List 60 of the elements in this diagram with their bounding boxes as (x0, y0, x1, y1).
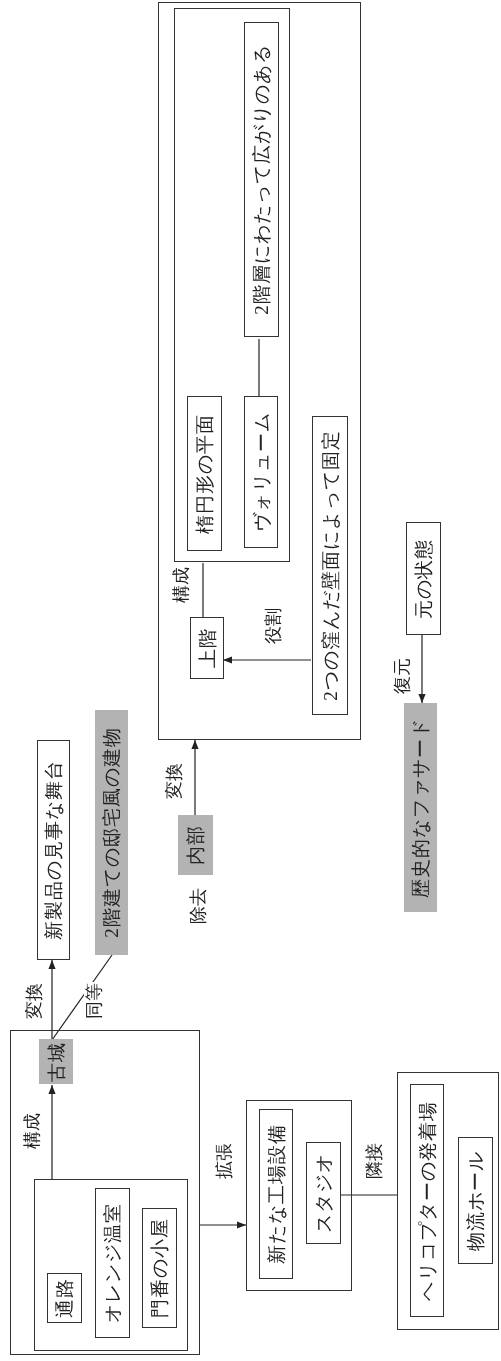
node-label: ヴォリューム (251, 412, 271, 532)
term-box (142, 1208, 177, 1328)
term-box (259, 1109, 293, 1279)
node-label: スタジオ (314, 1153, 333, 1233)
node-label: 歴史的なファサード (411, 717, 430, 898)
highlighted-box (95, 710, 128, 955)
term-box (244, 396, 278, 548)
edge-label: 構成 (171, 566, 191, 604)
term-box (458, 1137, 493, 1264)
term-box (306, 1142, 341, 1244)
node-label: 通路 (55, 1278, 74, 1318)
highlighted-box (178, 815, 213, 875)
edge-label: 拡張 (214, 1142, 234, 1180)
edge-label: 変換 (164, 762, 184, 800)
term-box (244, 22, 279, 337)
edge-label: 変換 (24, 982, 44, 1020)
edge-label: 隣接 (364, 1142, 384, 1180)
node-label: 門番の小屋 (150, 1218, 169, 1318)
term-box (47, 1273, 82, 1323)
node-label: 元の状態 (414, 538, 433, 619)
group-box (158, 2, 361, 740)
group-box (10, 1030, 200, 1355)
edge-label: 同等 (84, 982, 104, 1020)
node-label: 2つの窪んだ壁面によって固定 (320, 430, 340, 701)
node-label: 物流ホール (466, 1150, 485, 1251)
node-label: ヘリコプターの発着場 (417, 1100, 437, 1301)
arrow (199, 1221, 247, 1229)
group-box (34, 1179, 188, 1351)
node-label: 2階層にわたって広がりのある (252, 44, 271, 315)
arrow (222, 656, 312, 664)
node-label: オレンジ温室 (103, 1203, 122, 1323)
edge-label: 役割 (263, 607, 283, 645)
arrow (191, 739, 199, 816)
term-box (406, 522, 441, 635)
term-box (95, 1188, 130, 1338)
node-label: 新製品の見事な舞台 (44, 760, 63, 940)
edge-label: 構成 (22, 1112, 42, 1150)
edge-label: 復元 (392, 657, 412, 695)
node-label: 内部 (186, 825, 205, 865)
arrow (48, 1084, 56, 1181)
node-label: 古城 (46, 1041, 66, 1082)
node-label: 楕円形の平面 (195, 413, 214, 534)
term-box (410, 1084, 444, 1317)
connector-line (202, 562, 204, 619)
highlighted-box (404, 703, 437, 912)
highlighted-box (39, 1039, 73, 1084)
group-box (174, 8, 290, 562)
connector-line (339, 1194, 398, 1196)
term-box (187, 396, 222, 551)
node-label: 2階建ての邸宅風の建物 (102, 727, 121, 938)
term-box (37, 740, 70, 960)
group-box (246, 1100, 352, 1291)
arrow (48, 959, 56, 1041)
term-box (190, 617, 224, 679)
node-caption: 除去 (188, 887, 208, 925)
node-label: 上階 (197, 628, 217, 668)
group-box (397, 1072, 499, 1330)
node-label: 新たな工場設備 (266, 1124, 286, 1264)
term-box (312, 416, 348, 715)
arrow (418, 634, 426, 704)
